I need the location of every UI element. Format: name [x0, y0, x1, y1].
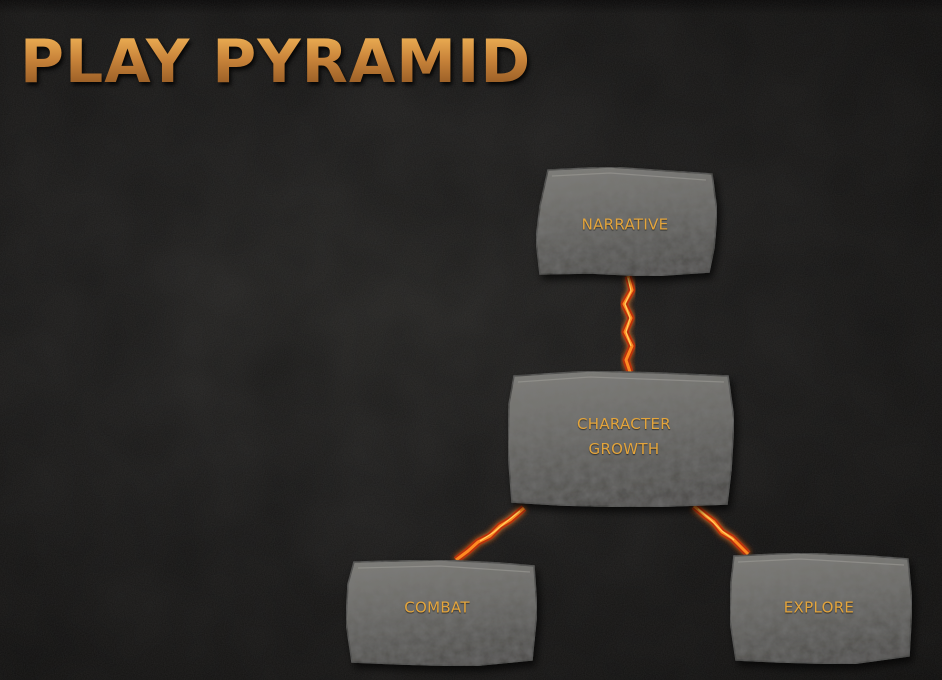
node-character-growth-label: CHARACTER GROWTH [576, 415, 672, 458]
link-character-growth-to-narrative [620, 275, 636, 374]
link-character-growth-to-explore [691, 503, 751, 557]
slide-title: PLAY PYRAMID [20, 27, 532, 97]
node-narrative-label: NARRATIVE [581, 215, 669, 234]
stone-character-growth [507, 370, 735, 508]
node-explore-label: EXPLORE [783, 598, 855, 617]
node-combat-label: COMBAT [404, 598, 470, 617]
stone-explore [729, 552, 913, 665]
stone-combat [345, 559, 538, 667]
stone-narrative [535, 166, 718, 277]
link-character-growth-to-combat [453, 505, 527, 563]
